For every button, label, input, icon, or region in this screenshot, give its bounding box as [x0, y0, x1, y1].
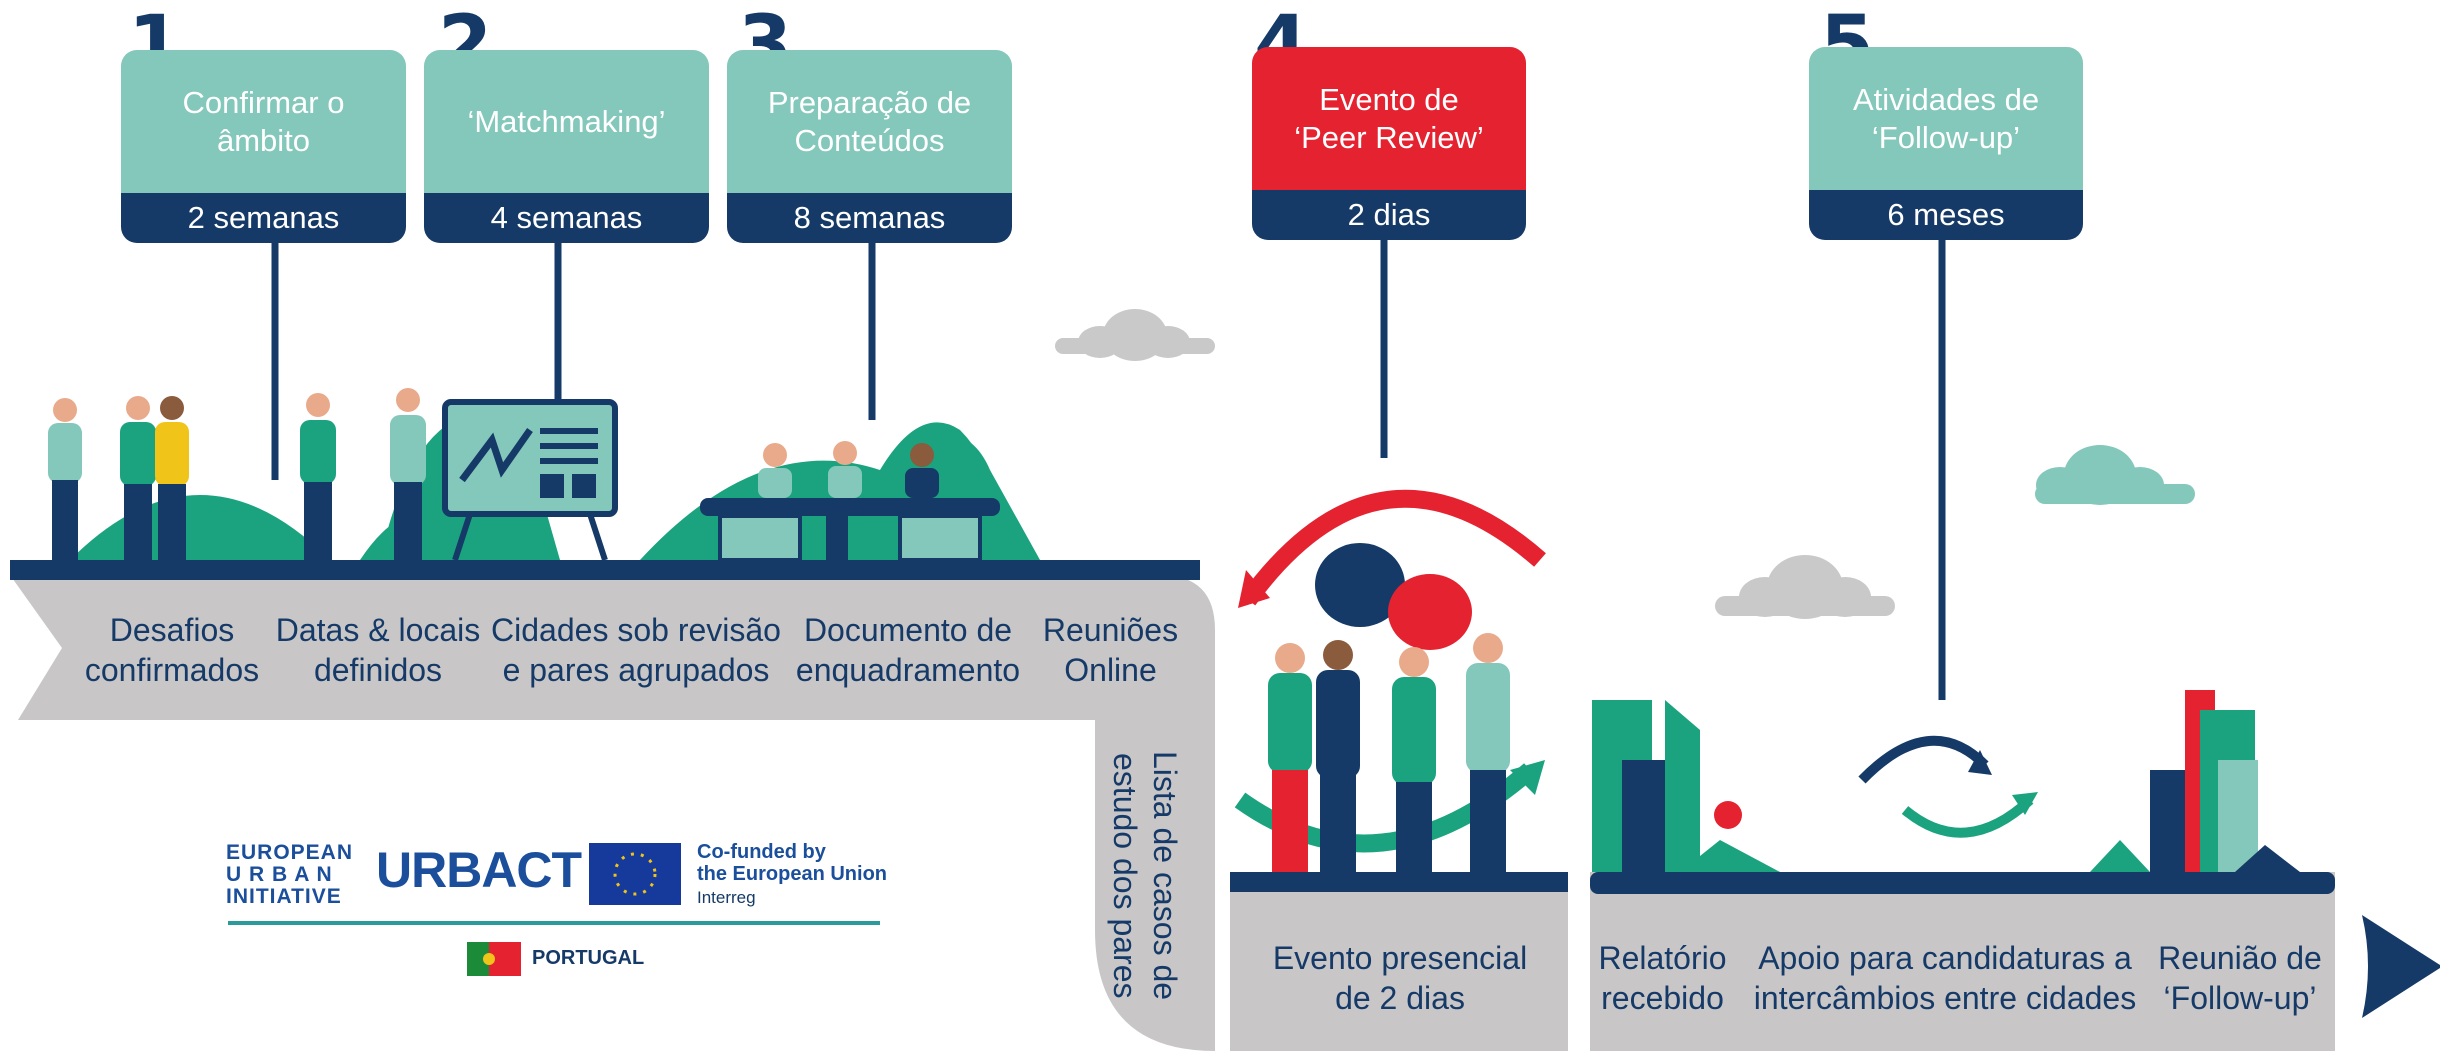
cloud-icon	[1055, 309, 1215, 361]
step-card-4: Evento de ‘Peer Review’ 2 dias	[1252, 47, 1526, 240]
ground-line-step4	[1230, 872, 1568, 892]
eu-stars	[613, 852, 657, 896]
step-duration-5: 6 meses	[1809, 190, 2083, 240]
people-group-1	[48, 388, 426, 560]
label-cidades: Cidades sob revisão e pares agrupados	[491, 612, 781, 688]
label-apoio: Apoio para candidaturas a intercâmbios e…	[1753, 940, 2137, 1016]
step-title-1: Confirmar o âmbito	[121, 50, 406, 193]
step-card-3: Preparação de Conteúdos 8 semanas	[727, 50, 1012, 243]
eui-logo-line3: INITIATIVE	[226, 885, 342, 908]
step-title-5: Atividades de ‘Follow-up’	[1809, 47, 2083, 190]
label-reuniao-followup: Reunião de ‘Follow-up’	[2158, 940, 2322, 1016]
eui-logo-line2: U R B A N	[226, 863, 333, 886]
label-reunioes: Reuniões Online	[1042, 612, 1179, 688]
band-left	[10, 575, 1215, 1051]
cofunded-line1: Co-funded by	[697, 841, 826, 863]
portugal-flag-emblem	[483, 953, 495, 965]
eu-flag	[589, 843, 681, 905]
cofunded-line2: the European Union	[697, 863, 887, 885]
cloud-icon	[2035, 445, 2195, 505]
band-step5	[1590, 872, 2335, 1051]
step-title-4: Evento de ‘Peer Review’	[1252, 47, 1526, 190]
label-relatorio: Relatório recebido	[1598, 940, 1727, 1016]
ground-line-step5	[1590, 872, 2335, 894]
city-buildings	[1592, 690, 2300, 872]
band-step4	[1230, 872, 1568, 1051]
step-duration-1: 2 semanas	[121, 193, 406, 243]
step-duration-4: 2 dias	[1252, 190, 1526, 240]
step-card-5: Atividades de ‘Follow-up’ 6 meses	[1809, 47, 2083, 240]
cycle-arrows-icon	[1858, 735, 2038, 838]
meeting-table	[700, 441, 1000, 562]
step-title-2: ‘Matchmaking’	[424, 50, 709, 193]
ground-line-left	[10, 560, 1200, 580]
band-curve-bottom	[1095, 930, 1215, 1051]
peer-review-scene	[1234, 489, 1546, 872]
label-datas: Datas & locais definidos	[275, 612, 481, 688]
cloud-icon	[1715, 555, 1895, 619]
label-desafios: Desafios confirmados	[84, 612, 260, 688]
interreg-label: Interreg	[697, 888, 756, 907]
step-duration-2: 4 semanas	[424, 193, 709, 243]
step-card-2: ‘Matchmaking’ 4 semanas	[424, 50, 709, 243]
portugal-label: PORTUGAL	[532, 947, 645, 969]
chevron-right-icon	[2362, 915, 2440, 1018]
label-documento: Documento de enquadramento	[795, 612, 1021, 688]
step-card-1: Confirmar o âmbito 2 semanas	[121, 50, 406, 243]
step-title-3: Preparação de Conteúdos	[727, 50, 1012, 193]
urbact-logo: URBACT	[376, 842, 582, 898]
label-lista: Lista de casos de estudo dos pares	[1107, 750, 1183, 1001]
portugal-flag-green	[467, 942, 489, 976]
eui-logo-line1: EUROPEAN	[226, 841, 354, 864]
presentation-board-icon	[442, 399, 618, 561]
step-duration-3: 8 semanas	[727, 193, 1012, 243]
label-evento: Evento presencial de 2 dias	[1272, 940, 1528, 1016]
